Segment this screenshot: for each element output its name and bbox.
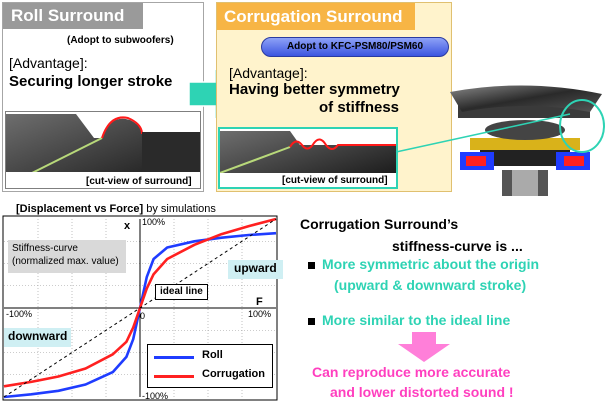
tick-x-left: -100%	[6, 309, 32, 319]
corr-cut-view-caption: [cut-view of surround]	[282, 175, 388, 186]
conclusion-line2: and lower distorted sound !	[330, 384, 514, 400]
roll-advantage-text: Securing longer stroke	[9, 73, 173, 90]
legend-item-corrugation: Corrugation	[154, 367, 272, 385]
arrow-down-icon	[398, 332, 450, 362]
summary-title-line2: stiffness-curve is ...	[392, 238, 523, 254]
corrugation-cut-view: [cut-view of surround]	[218, 127, 398, 189]
bullet-square-2	[308, 318, 315, 325]
bullet-1-line2: (upward & downward stroke)	[334, 277, 527, 293]
stiffness-label-line2: (normalized max. value)	[12, 256, 119, 267]
tick-x-right: 100%	[248, 309, 271, 319]
roll-surround-panel: Roll Surround (Adopt to subwoofers) [Adv…	[2, 2, 204, 192]
bullet-square-1	[308, 262, 315, 269]
corr-advantage-line1: Having better symmetry	[229, 81, 400, 98]
corr-advantage-label: [Advantage]:	[229, 65, 308, 81]
tick-y-top: 100%	[142, 217, 165, 227]
upward-label: upward	[228, 260, 283, 279]
roll-cut-view-caption: [cut-view of surround]	[86, 176, 192, 187]
stiffness-curve-label: Stiffness-curve (normalized max. value)	[8, 240, 126, 273]
conclusion-text: Can reproduce more accurate and lower di…	[312, 362, 514, 402]
y-axis-label: x	[124, 220, 131, 232]
roll-surround-title: Roll Surround	[3, 3, 143, 29]
ideal-line-label: ideal line	[155, 284, 208, 300]
series-line-ideal-line	[3, 218, 277, 398]
chart-legend: Roll Corrugation	[147, 344, 273, 388]
corr-advantage-line2: of stiffness	[319, 99, 400, 116]
tick-y-bottom: -100%	[142, 391, 168, 401]
x-axis-label: F	[256, 296, 263, 308]
legend-swatch-corrugation	[154, 375, 194, 378]
corrugation-surround-title: Corrugation Surround	[217, 3, 415, 30]
roll-surround-cross-section	[5, 114, 200, 188]
legend-label-corrugation: Corrugation	[202, 368, 265, 380]
legend-item-roll: Roll	[154, 348, 272, 366]
summary-title: Corrugation Surround’s stiffness-curve i…	[300, 213, 523, 257]
downward-label: downward	[4, 328, 72, 347]
roll-cut-view: [cut-view of surround]	[5, 111, 201, 189]
model-adopt-badge: Adopt to KFC-PSM80/PSM60	[261, 37, 449, 57]
legend-label-roll: Roll	[202, 349, 223, 361]
legend-swatch-roll	[154, 356, 194, 359]
summary-bullet-1: More symmetric about the origin (upward …	[322, 254, 539, 296]
chart-title: [Displacement vs Force] by simulations	[16, 203, 216, 215]
chart-title-rest: by simulations	[143, 203, 216, 215]
conclusion-line1: Can reproduce more accurate	[312, 364, 511, 380]
roll-adopt-note: (Adopt to subwoofers)	[67, 35, 174, 46]
corrugation-surround-panel: Corrugation Surround Adopt to KFC-PSM80/…	[216, 2, 452, 192]
chart-curves	[3, 217, 277, 399]
stiffness-label-line1: Stiffness-curve	[12, 243, 78, 254]
summary-bullet-2: More similar to the ideal line	[322, 312, 511, 328]
corrugation-surround-cross-section	[219, 131, 396, 187]
tick-origin: 0	[140, 311, 145, 321]
speaker-illustration	[450, 85, 605, 196]
roll-advantage-label: [Advantage]:	[9, 55, 88, 71]
summary-title-line1: Corrugation Surround’s	[300, 216, 459, 232]
bullet-1-line1: More symmetric about the origin	[322, 256, 540, 272]
chart-title-bold: [Displacement vs Force]	[16, 203, 144, 215]
